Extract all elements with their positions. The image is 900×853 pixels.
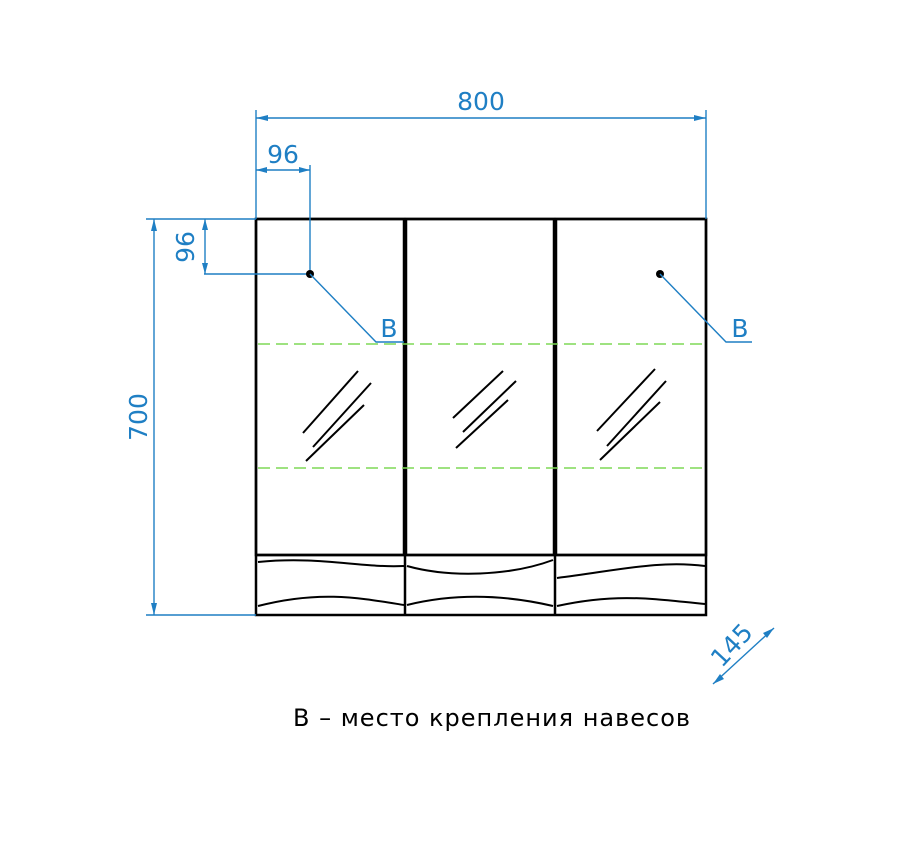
offset-vertical-value: 96 — [171, 231, 200, 263]
height-arrow-bottom — [151, 603, 157, 615]
offset-v-arrow-bottom — [202, 263, 208, 274]
mirror-mark-left-2 — [312, 382, 372, 448]
mirror-mark-right-2 — [606, 380, 667, 447]
mirror-mark-right-1 — [596, 368, 656, 432]
wave-middle-bottom — [406, 595, 554, 607]
marker-left-label: B — [380, 314, 397, 343]
drawer-waves — [257, 559, 706, 607]
dimension-offset-vertical — [198, 218, 310, 275]
marker-left-leader — [309, 273, 404, 343]
wave-right-bottom — [556, 597, 706, 607]
dimension-height — [146, 218, 256, 616]
dimension-offset-horizontal — [256, 165, 311, 274]
depth-arrow-top — [763, 628, 774, 638]
width-arrow-left — [256, 115, 268, 121]
width-arrow-right — [694, 115, 706, 121]
width-value: 800 — [457, 87, 505, 116]
wave-left-bottom — [257, 595, 405, 607]
dimension-width — [255, 110, 707, 219]
mirror-mark-left-1 — [302, 370, 359, 434]
height-value: 700 — [124, 393, 153, 441]
offset-h-arrow-right — [299, 167, 310, 173]
mirror-mark-right-3 — [599, 401, 661, 461]
offset-h-arrow-left — [256, 167, 267, 173]
offset-v-arrow-top — [202, 219, 208, 230]
mirror-mark-left-3 — [305, 404, 365, 462]
legend-caption: B – место крепления навесов — [293, 704, 691, 732]
marker-right-leader — [659, 273, 752, 343]
depth-value: 145 — [705, 618, 759, 673]
dimension-depth — [712, 627, 775, 685]
depth-arrow-bottom — [713, 674, 724, 684]
cabinet-body — [254, 217, 708, 617]
wave-middle-top — [406, 559, 554, 575]
mirror-mark-middle-3 — [455, 399, 509, 449]
marker-right-label: B — [731, 314, 748, 343]
mirror-mark-middle-1 — [452, 370, 504, 419]
depth-dimension-line — [712, 627, 775, 685]
door-right — [554, 217, 708, 557]
offset-horizontal-value: 96 — [267, 140, 299, 169]
wave-right-top — [556, 563, 706, 579]
mirror-marks — [302, 368, 667, 462]
mirror-mark-middle-2 — [462, 380, 517, 433]
marker-left: B — [306, 270, 404, 343]
door-middle — [404, 217, 556, 557]
door-left — [254, 217, 406, 557]
marker-right: B — [656, 270, 752, 343]
shelves — [258, 343, 704, 469]
wave-left-top — [257, 559, 405, 568]
height-arrow-top — [151, 219, 157, 231]
